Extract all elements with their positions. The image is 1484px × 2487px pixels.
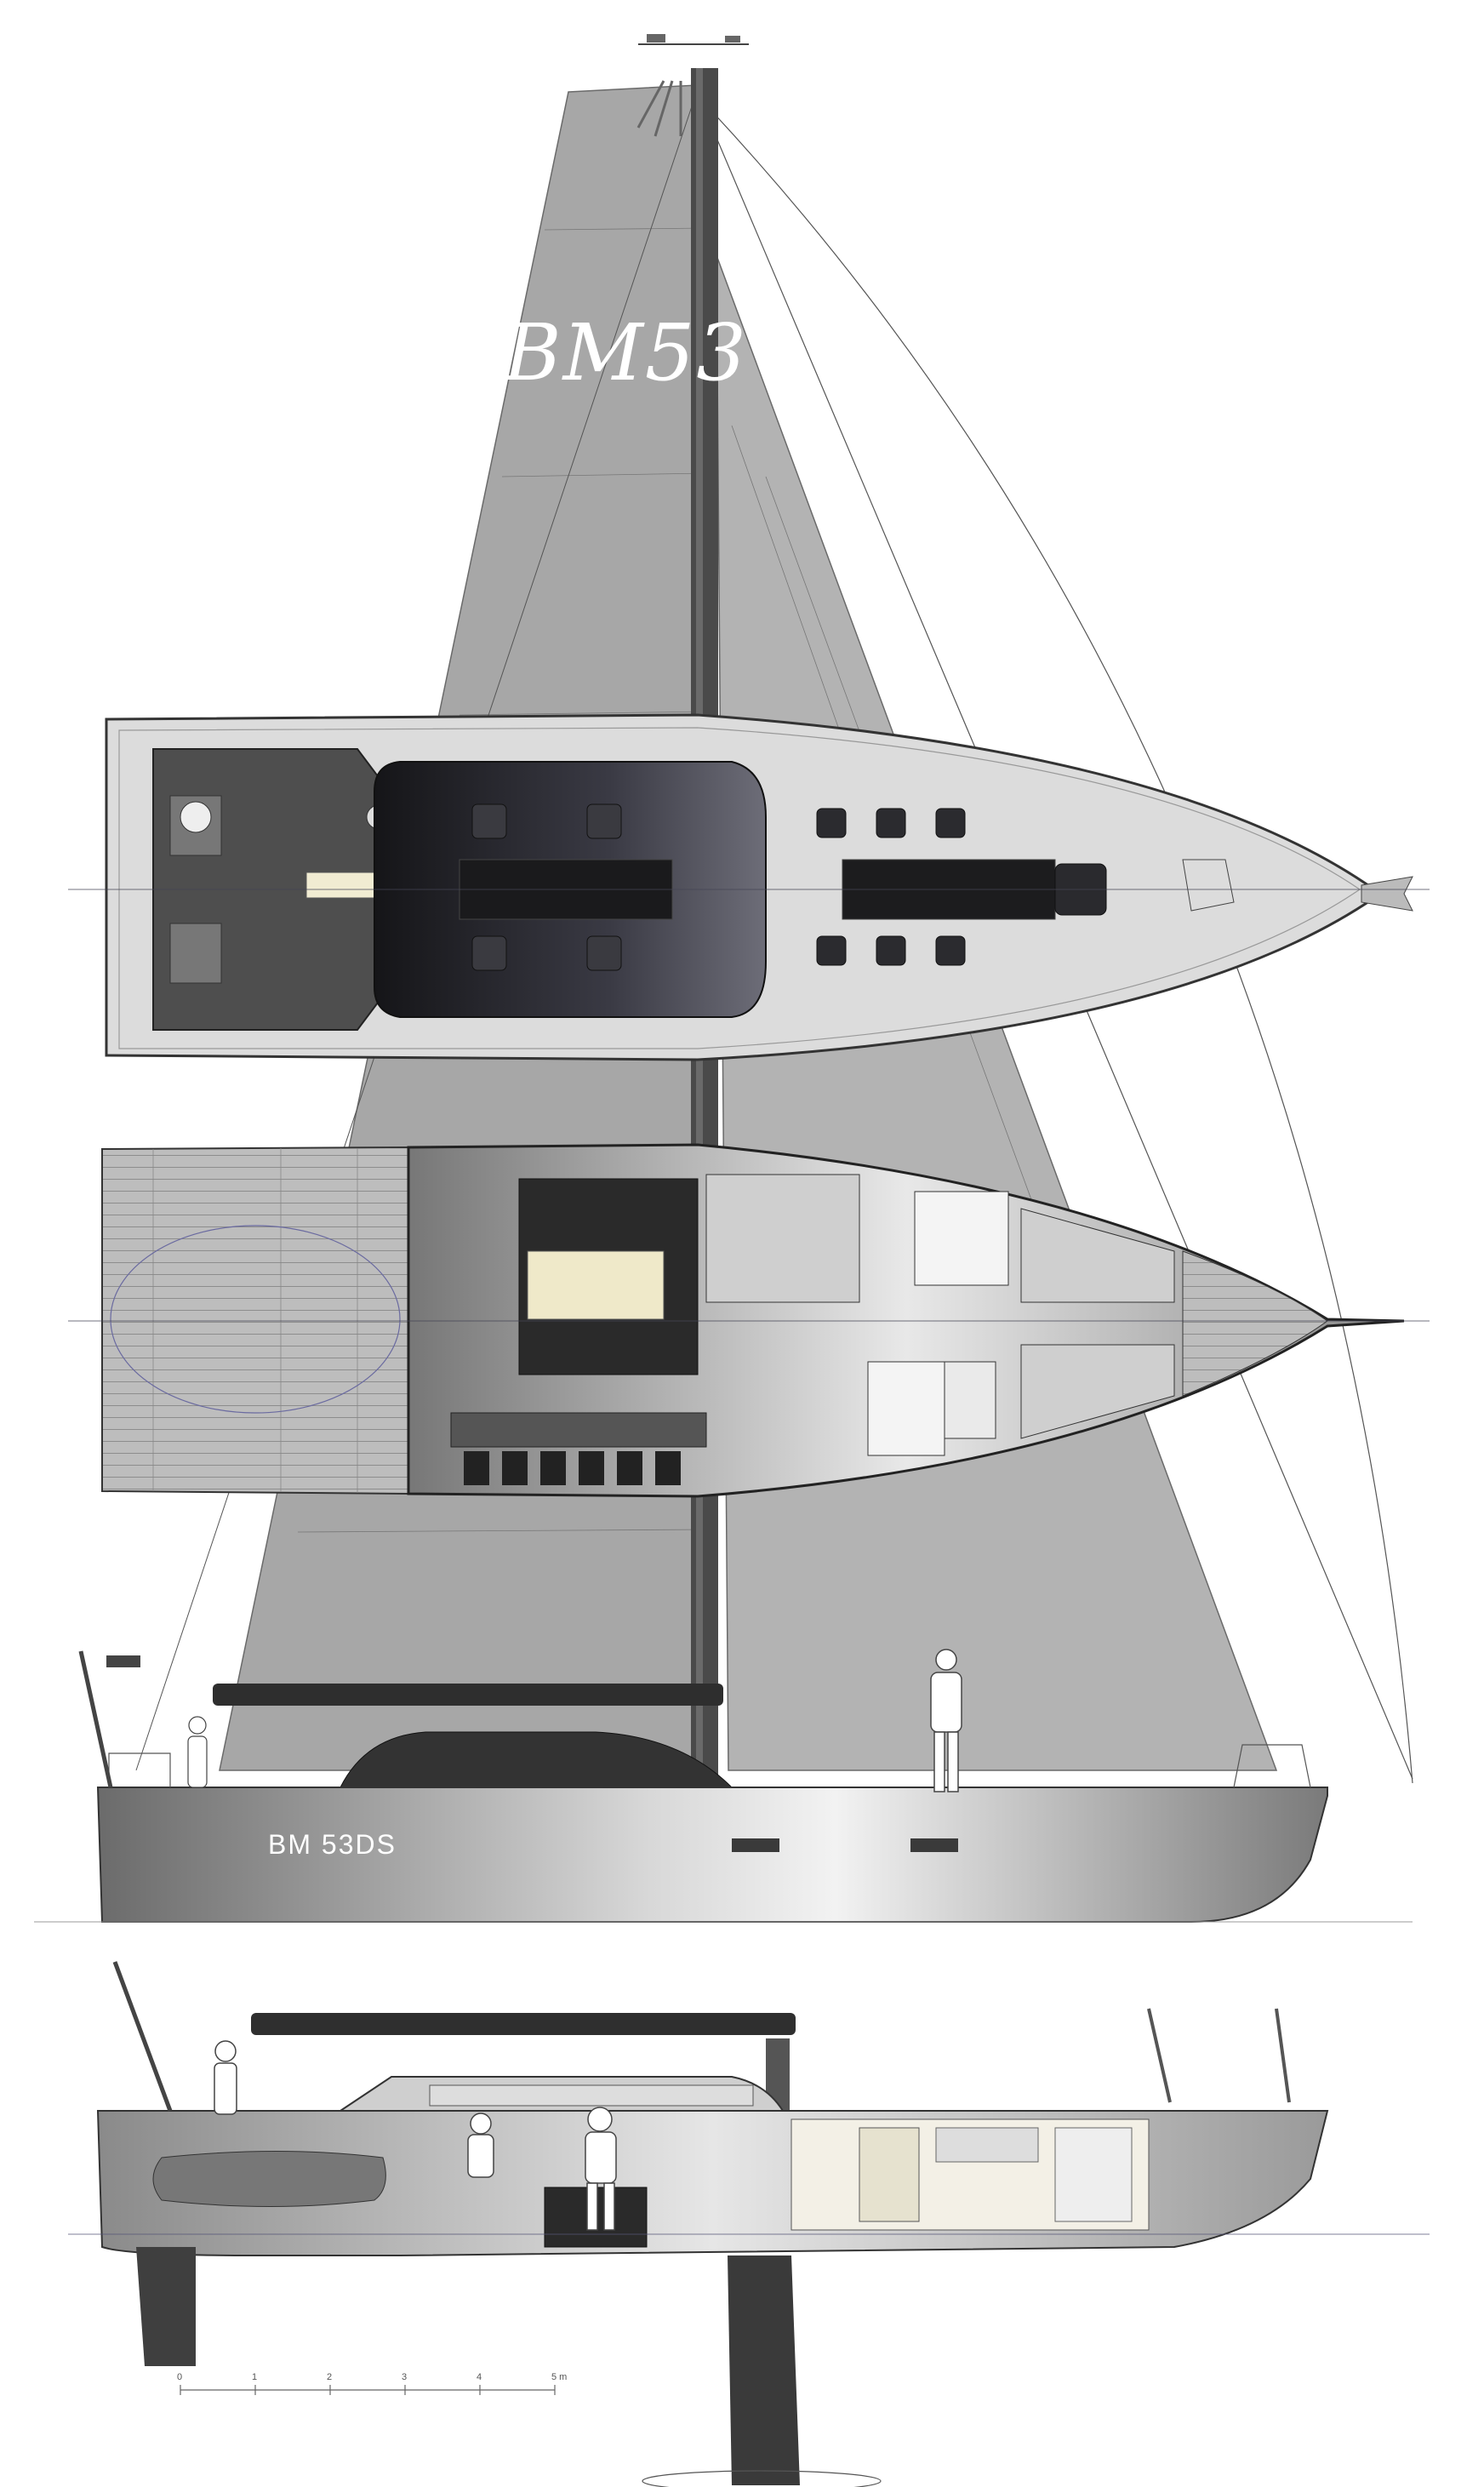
deck-plan: [68, 713, 1430, 1061]
hull-name: BM 53DS: [268, 1829, 397, 1860]
scale-bar: 0 1 2 3 4 5 m: [177, 2372, 567, 2395]
scale-label: 4: [477, 2372, 482, 2382]
scale-label: 0: [177, 2372, 182, 2382]
scale-label: 2: [327, 2372, 332, 2382]
scale-label: 1: [252, 2372, 257, 2382]
scale-label: 3: [402, 2372, 407, 2382]
person-figure: [930, 1649, 962, 1792]
accommodation-plan: [68, 1143, 1430, 1498]
section-profile: [68, 1961, 1430, 2487]
sail-brand-mark: BM53: [502, 307, 748, 398]
side-profile: BM 53DS: [34, 1649, 1413, 1923]
scale-label: 5 m: [551, 2372, 567, 2382]
